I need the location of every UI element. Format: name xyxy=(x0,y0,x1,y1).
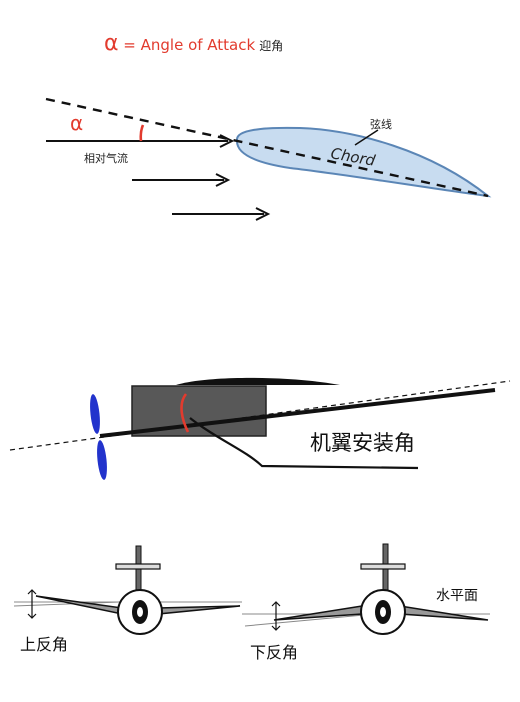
angle-arc xyxy=(139,124,145,142)
alpha-label: α xyxy=(70,111,83,135)
chord-line xyxy=(45,97,489,198)
incidence-leader-line xyxy=(189,417,419,470)
relative-wind-label: 相对气流 xyxy=(84,151,128,165)
wing-chord-line xyxy=(99,388,496,438)
anhedral-airplane: 下反角 水平面 xyxy=(242,543,490,662)
chord-cn-label: 弦线 xyxy=(370,117,392,131)
incidence-angle-arc xyxy=(180,393,190,433)
dihedral-panel: 上反角 下反角 水平面 xyxy=(0,530,520,702)
horizontal-plane-label: 水平面 xyxy=(436,588,478,604)
anhedral-wing-left xyxy=(273,605,363,621)
dihedral-label: 上反角 xyxy=(20,635,68,654)
wing-section xyxy=(176,377,340,385)
chord-leader-line xyxy=(354,129,379,146)
anhedral-label: 下反角 xyxy=(250,643,298,662)
anhedral-horizontal-tail xyxy=(360,563,406,570)
dihedral-diagram: 上反角 下反角 水平面 xyxy=(13,543,490,662)
incidence-angle-label: 机翼安装角 xyxy=(310,431,415,455)
aoa-title-alpha: α xyxy=(104,31,119,56)
dihedral-angle-marker xyxy=(27,589,37,619)
anhedral-wing-right xyxy=(399,605,489,621)
anhedral-reference-line xyxy=(244,613,376,627)
incidence-angle-diagram: 机翼安装角 xyxy=(9,377,511,480)
relative-wind-arrowhead xyxy=(219,134,235,148)
aoa-title-cn: 迎角 xyxy=(259,39,283,53)
dihedral-airplane: 上反角 xyxy=(13,545,242,654)
anhedral-spinner-hub xyxy=(380,607,386,617)
airflow-arrow-1-head xyxy=(215,173,231,187)
propeller-blade-top xyxy=(90,394,100,434)
incidence-angle-panel: 机翼安装角 xyxy=(0,340,520,510)
aoa-title-text: = Angle of Attack xyxy=(119,36,256,54)
airflow-arrow-2-head xyxy=(255,207,271,221)
anhedral-angle-marker xyxy=(271,601,281,631)
dihedral-horizontal-tail xyxy=(115,563,161,570)
dihedral-spinner-hub xyxy=(137,607,143,617)
dihedral-wing-right xyxy=(157,605,241,615)
propeller-blade-bottom xyxy=(97,440,107,480)
